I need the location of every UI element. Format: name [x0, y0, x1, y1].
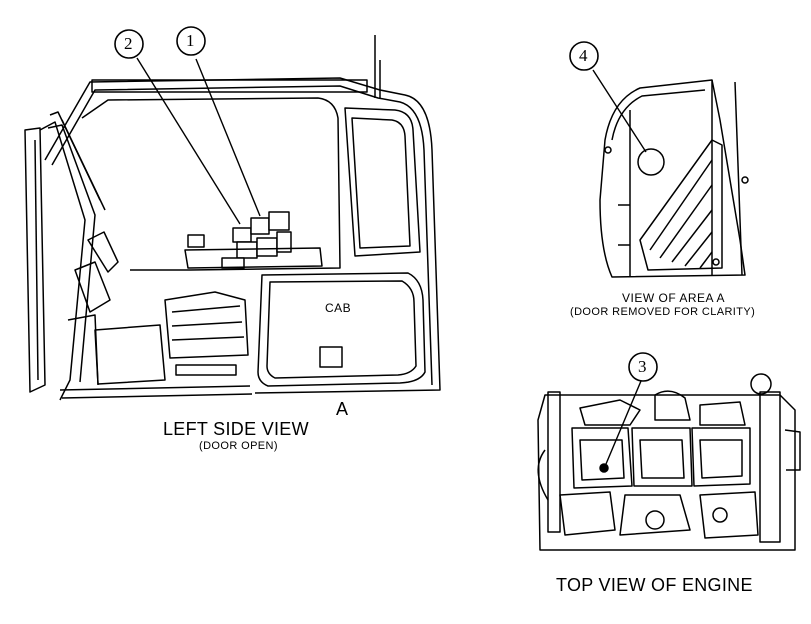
wiper-assembly: [49, 111, 106, 211]
engine-view-title: TOP VIEW OF ENGINE: [556, 575, 753, 595]
callout-number-4: 4: [579, 46, 588, 65]
cab-frame: [24, 35, 441, 401]
seat-and-console: [67, 231, 249, 386]
callout-circle-4: [569, 41, 599, 71]
area-a-marker: A: [336, 399, 349, 419]
cab-label: CAB: [325, 301, 352, 315]
callout-circle-3: [628, 352, 658, 382]
area-a-detail: [599, 79, 749, 278]
area-a-title: VIEW OF AREA A: [622, 291, 726, 305]
callout-leaders: [136, 57, 647, 465]
callout-circle-1: [176, 26, 206, 56]
callout-number-3: 3: [638, 357, 647, 376]
area-a-subtitle: (DOOR REMOVED FOR CLARITY): [570, 306, 756, 318]
callout-number-1: 1: [186, 31, 195, 50]
callout-number-2: 2: [124, 34, 133, 53]
callout-circle-2: [114, 29, 144, 59]
left-side-view-title: LEFT SIDE VIEW: [163, 419, 309, 439]
left-side-view-subtitle: (DOOR OPEN): [199, 440, 278, 452]
relay-boxes: [184, 211, 323, 269]
engine-top-view: [537, 373, 801, 551]
cab-door-panel: [257, 272, 426, 387]
